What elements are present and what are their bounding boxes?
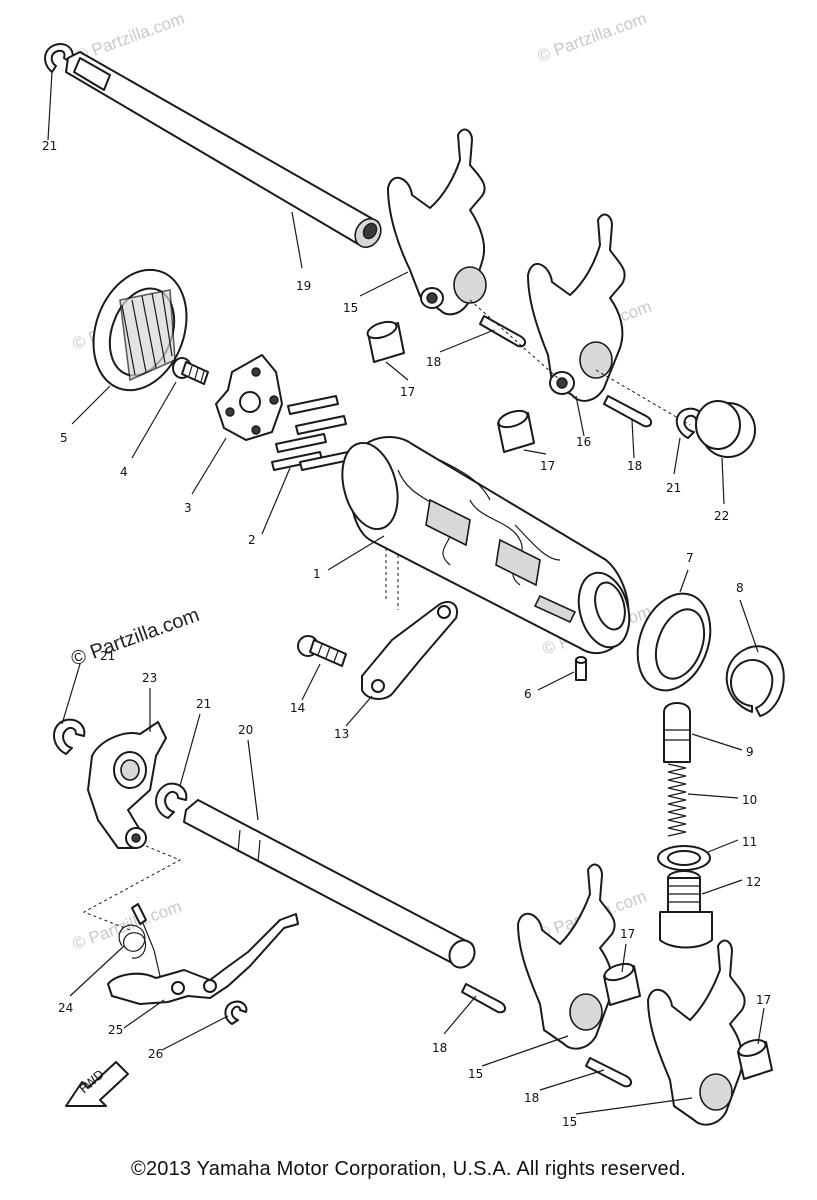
callout-18: 18 <box>426 355 441 369</box>
stopper-plunger-9 <box>663 702 691 763</box>
callout-18: 18 <box>432 1041 447 1055</box>
callout-26: 26 <box>148 1047 163 1061</box>
dowel-pin-6 <box>575 656 587 681</box>
callout-7: 7 <box>686 551 694 565</box>
cotter-pin-18-c <box>461 983 506 1014</box>
cap-22 <box>695 400 756 458</box>
callout-24: 24 <box>58 1001 73 1015</box>
circlip-21-left <box>53 718 86 755</box>
callout-15: 15 <box>562 1115 577 1129</box>
circlip-8 <box>725 645 785 717</box>
bolt-12 <box>659 870 713 949</box>
shift-arm-23 <box>87 721 167 849</box>
callout-17: 17 <box>620 927 635 941</box>
callout-6: 6 <box>524 687 532 701</box>
guide-pin-17-d <box>737 1039 773 1080</box>
guide-pin-17-b <box>497 409 535 453</box>
callout-19: 19 <box>296 279 311 293</box>
callout-17: 17 <box>400 385 415 399</box>
circlip-21-mid <box>155 782 188 819</box>
shift-drum-1 <box>341 436 631 655</box>
copyright-notice: ©2013 Yamaha Motor Corporation, U.S.A. A… <box>131 1158 686 1180</box>
spring-10 <box>667 763 687 837</box>
callout-21: 21 <box>666 481 681 495</box>
watermark: © Partzilla.com <box>535 9 649 66</box>
callout-10: 10 <box>742 793 757 807</box>
circlip-26 <box>224 1000 248 1025</box>
callout-1: 1 <box>313 567 321 581</box>
cotter-pin-18-a <box>479 315 526 348</box>
screw-4 <box>172 357 209 385</box>
callout-3: 3 <box>184 501 192 515</box>
shift-fork-16 <box>527 213 626 402</box>
shift-shaft-20 <box>183 799 476 969</box>
stopper-plate-13 <box>361 600 458 700</box>
callout-5: 5 <box>60 431 68 445</box>
callout-13: 13 <box>334 727 349 741</box>
callout-20: 20 <box>238 723 253 737</box>
shift-fork-15-lower-b <box>647 939 746 1126</box>
callout-2: 2 <box>248 533 256 547</box>
callout-21: 21 <box>100 649 115 663</box>
callout-23: 23 <box>142 671 157 685</box>
cotter-pin-18-d <box>585 1057 632 1088</box>
shift-guide-25 <box>107 913 299 1005</box>
shift-fork-15-upper <box>387 128 487 316</box>
callout-12: 12 <box>746 875 761 889</box>
callout-18: 18 <box>627 459 642 473</box>
forward-arrow-icon: FWD <box>65 1061 129 1107</box>
callout-25: 25 <box>108 1023 123 1037</box>
callout-22: 22 <box>714 509 729 523</box>
callout-9: 9 <box>746 745 754 759</box>
shift-cam-segment-3 <box>215 354 283 441</box>
bearing-5 <box>92 268 188 392</box>
callout-18: 18 <box>524 1091 539 1105</box>
callout-11: 11 <box>742 835 757 849</box>
shift-shaft-19 <box>65 51 382 249</box>
callout-17: 17 <box>756 993 771 1007</box>
segment-pins-2 <box>271 395 351 471</box>
screw-14 <box>297 635 347 667</box>
callout-8: 8 <box>736 581 744 595</box>
guide-pin-17-a <box>366 320 405 363</box>
circlip-21-top <box>44 43 74 73</box>
callout-4: 4 <box>120 465 128 479</box>
shift-assembly-diagram: © Partzilla.com © Partzilla.com © Partzi… <box>42 9 785 1129</box>
callout-21: 21 <box>196 697 211 711</box>
guide-pin-17-c <box>603 962 641 1006</box>
callout-21: 21 <box>42 139 57 153</box>
shift-fork-15-lower-a <box>517 863 616 1050</box>
cotter-pin-18-b <box>603 395 652 428</box>
callout-15: 15 <box>343 301 358 315</box>
ring-nut-7 <box>636 592 712 692</box>
callout-16: 16 <box>576 435 591 449</box>
watermark-dark: © Partzilla.com <box>68 604 202 671</box>
callout-14: 14 <box>290 701 305 715</box>
washer-11 <box>657 845 711 871</box>
spring-24 <box>118 903 161 977</box>
callout-17: 17 <box>540 459 555 473</box>
callout-15: 15 <box>468 1067 483 1081</box>
